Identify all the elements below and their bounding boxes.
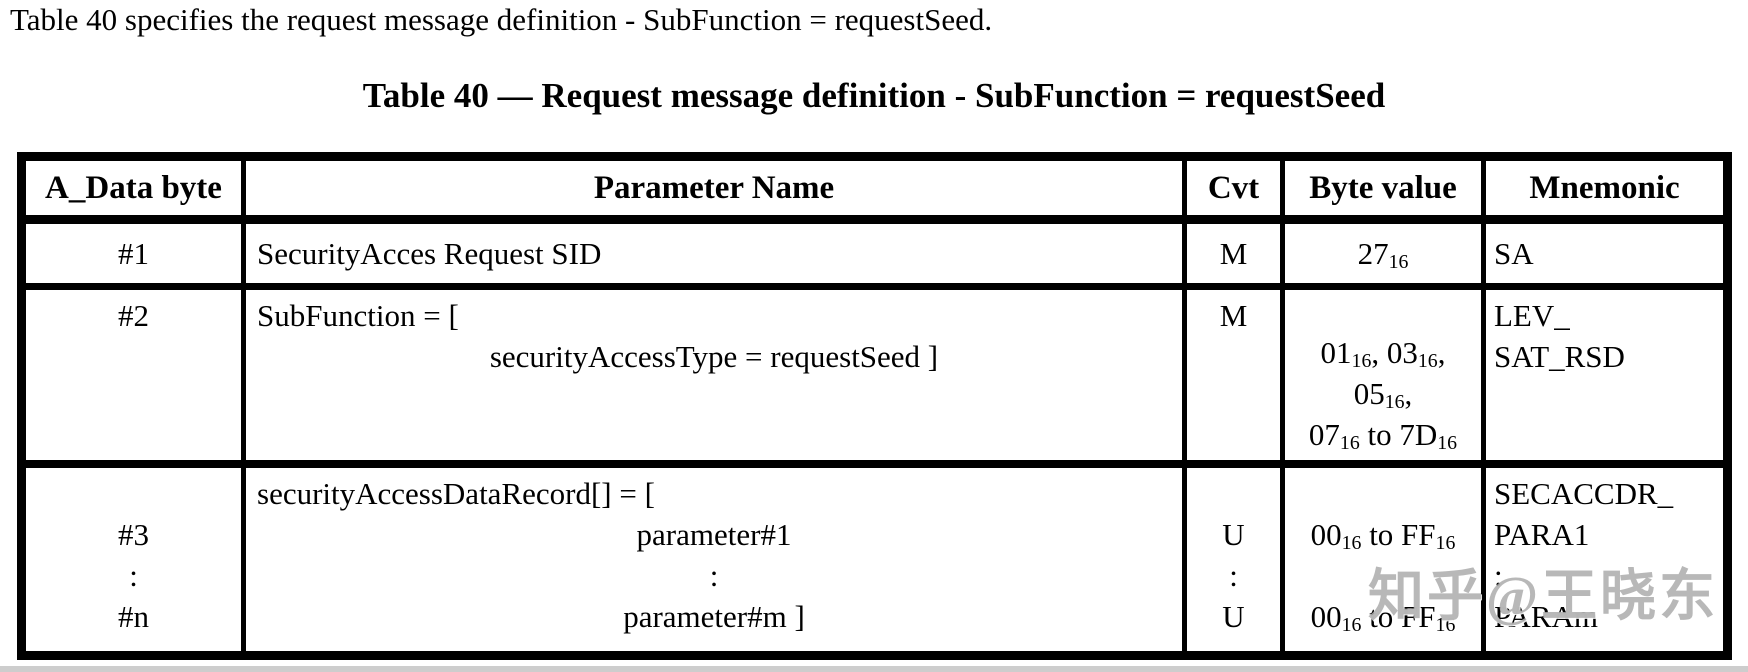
cell-byte-value: 0116, 0316, 0516, 0716 to 7D16 xyxy=(1285,290,1486,460)
mnemonic-text: SA xyxy=(1494,235,1534,271)
mnemonic-text: LEV_ xyxy=(1494,298,1570,333)
table-header-row: A_Data byte Parameter Name Cvt Byte valu… xyxy=(26,161,1723,224)
column-header-byte-value: Byte value xyxy=(1285,161,1486,215)
cell-cvt: M xyxy=(1187,224,1285,283)
cell-byte-value: 0016 to FF16 0016 to FF16 xyxy=(1285,468,1486,651)
cvt-value: U xyxy=(1222,599,1245,634)
column-header-a-data-byte: A_Data byte xyxy=(26,161,246,215)
cell-cvt: U : U xyxy=(1187,468,1285,651)
cell-mnemonic: LEV_ SAT_RSD xyxy=(1486,290,1723,460)
cell-mnemonic: SA xyxy=(1486,224,1723,283)
cell-data-byte: #1 xyxy=(26,224,246,283)
parameter-name-text: parameter#1 xyxy=(636,517,792,552)
parameter-name-text: parameter#m ] xyxy=(623,599,805,634)
cell-mnemonic: SECACCDR_ PARA1 : PARAm xyxy=(1486,468,1723,651)
data-byte-value: : xyxy=(129,558,138,593)
parameter-name-text: SubFunction = [ xyxy=(257,298,459,333)
empty-line xyxy=(1285,555,1481,596)
mnemonic-text: PARA1 xyxy=(1494,517,1590,552)
cvt-value: M xyxy=(1219,298,1248,333)
byte-value-text: 0116, 0316, xyxy=(1320,335,1446,373)
column-header-parameter-name: Parameter Name xyxy=(246,161,1187,215)
data-byte-value: #1 xyxy=(118,235,149,271)
cell-data-byte: #3 : #n xyxy=(26,468,246,651)
byte-value-text: 0516, xyxy=(1353,376,1413,414)
table-row: #3 : #n securityAccessDataRecord[] = [ p… xyxy=(26,468,1723,651)
request-message-table: A_Data byte Parameter Name Cvt Byte valu… xyxy=(17,152,1732,660)
cell-byte-value: 2716 xyxy=(1285,224,1486,283)
data-byte-value: #n xyxy=(118,599,149,634)
column-header-mnemonic: Mnemonic xyxy=(1529,169,1680,206)
table-row: #2 SubFunction = [ securityAccessType = … xyxy=(26,290,1723,468)
cvt-value: U xyxy=(1222,517,1245,552)
parameter-name-text: securityAccessType = requestSeed ] xyxy=(489,339,939,374)
table-caption: Table 40 — Request message definition - … xyxy=(362,76,1386,115)
byte-value-text: 0016 to FF16 xyxy=(1310,599,1456,637)
column-header-cvt: Cvt xyxy=(1187,161,1285,215)
empty-line xyxy=(1187,473,1280,514)
mnemonic-text: SAT_RSD xyxy=(1494,339,1625,374)
parameter-name-text: SecurityAcces Request SID xyxy=(257,235,602,271)
mnemonic-text: SECACCDR_ xyxy=(1494,476,1674,511)
parameter-name-text: securityAccessDataRecord[] = [ xyxy=(257,476,655,511)
data-byte-value: #3 xyxy=(118,517,149,552)
empty-line xyxy=(26,473,241,514)
intro-text: Table 40 specifies the request message d… xyxy=(10,2,993,37)
byte-value-text: 0716 to 7D16 xyxy=(1308,417,1458,455)
table-row: #1 SecurityAcces Request SID M 2716 SA xyxy=(26,224,1723,290)
bottom-edge-band xyxy=(0,666,1748,672)
byte-value-text: 0016 to FF16 xyxy=(1310,517,1456,555)
cell-parameter-name: SubFunction = [ securityAccessType = req… xyxy=(246,290,1187,460)
cvt-value: M xyxy=(1219,235,1248,271)
cell-data-byte: #2 xyxy=(26,290,246,460)
cell-parameter-name: securityAccessDataRecord[] = [ parameter… xyxy=(246,468,1187,651)
cell-parameter-name: SecurityAcces Request SID xyxy=(246,224,1187,283)
mnemonic-text: PARAm xyxy=(1494,599,1598,634)
mnemonic-text: : xyxy=(1494,558,1503,593)
parameter-name-text: : xyxy=(709,558,719,593)
byte-value-text: 2716 xyxy=(1357,235,1409,273)
cell-cvt: M xyxy=(1187,290,1285,460)
data-byte-value: #2 xyxy=(118,298,149,333)
cvt-value: : xyxy=(1229,558,1238,593)
empty-line xyxy=(1285,473,1481,514)
